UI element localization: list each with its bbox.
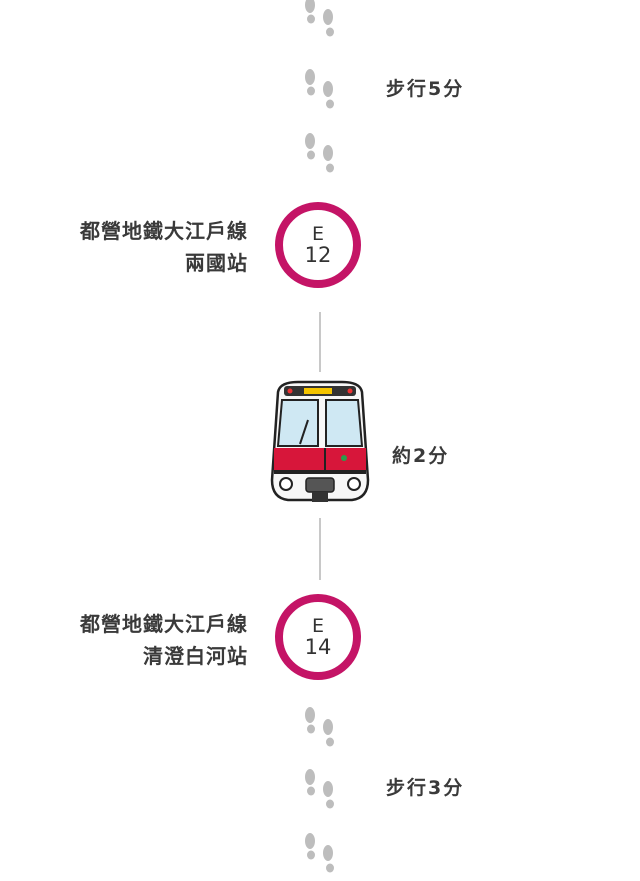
walk-time-top: 步行5分 [386,78,465,100]
footprints-icon [305,0,334,37]
connector-line [319,518,321,580]
station-1-station: 兩國站 [185,251,248,275]
connector-line [319,312,321,372]
station-2-line: 都營地鐵大江戶線 [80,612,248,636]
station-1-line: 都營地鐵大江戶線 [80,219,248,243]
station-1-line-code: E [311,223,324,245]
station-2-station: 清澄白河站 [143,644,248,668]
footprints-icon [305,133,334,173]
walk-time-bottom: 步行3分 [386,777,465,799]
station-1-number: 12 [304,243,332,267]
footprints-icon [305,833,334,873]
footprints-icon [305,769,334,809]
station-1-badge: E 12 [275,202,361,288]
footprints-icon [305,707,334,747]
footprints-icon [305,69,334,109]
station-2-line-code: E [311,615,324,637]
station-2-number: 14 [304,635,332,659]
station-2-name: 都營地鐵大江戶線 清澄白河站 [80,608,248,672]
ride-time: 約2分 [392,445,450,467]
subway-train-icon [270,380,370,502]
station-1-name: 都營地鐵大江戶線 兩國站 [80,215,248,279]
station-2-badge: E 14 [275,594,361,680]
